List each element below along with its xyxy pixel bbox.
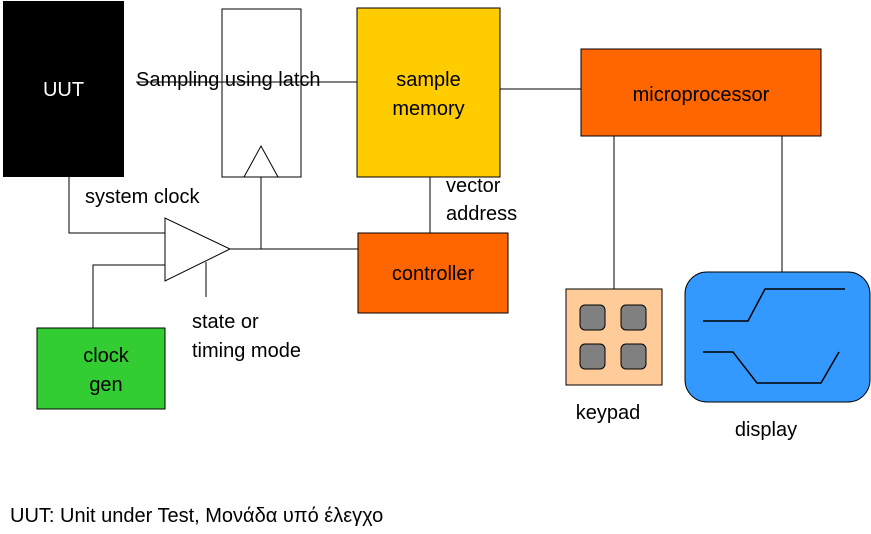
microprocessor-block [580, 48, 822, 137]
latch-clock-triangle [243, 144, 279, 178]
display-label: display [734, 419, 798, 441]
vector-address-line1: vector [446, 175, 501, 197]
display-waveform-falling [703, 351, 840, 384]
state-mode-line2: timing mode [192, 340, 301, 362]
display-block [684, 271, 871, 403]
controller-label: controller [391, 263, 475, 285]
clock-buffer [164, 217, 232, 282]
sample-memory-block [356, 7, 501, 178]
wire-clockgen-buffer [92, 264, 165, 328]
keypad-block [565, 288, 663, 386]
uut-label: UUT [42, 79, 85, 101]
state-mode-line1: state or [192, 311, 259, 333]
sampling-label: Sampling using latch [136, 69, 321, 91]
controller-block [357, 232, 509, 314]
keypad-key [620, 304, 647, 331]
clock-gen-label-line2: gen [89, 374, 123, 396]
wire-uut-clock [68, 177, 165, 234]
keypad-key [579, 343, 606, 370]
keypad-key [579, 304, 606, 331]
uut-block [3, 1, 124, 177]
clock-gen-block [36, 327, 166, 410]
keypad-label: keypad [575, 402, 641, 424]
sample-memory-label-line1: sample [396, 69, 461, 91]
keypad-key [620, 343, 647, 370]
microprocessor-label: microprocessor [632, 84, 770, 106]
footnote: UUT: Unit under Test, Μονάδα υπό έλεγχο [10, 505, 384, 527]
sample-memory-label-line2: memory [392, 98, 465, 120]
connection-lines [68, 81, 783, 328]
latch-block [221, 8, 302, 178]
display-waveform-rising [703, 288, 845, 322]
system-clock-label: system clock [85, 186, 200, 208]
vector-address-line2: address [446, 203, 518, 225]
clock-gen-label-line1: clock [83, 345, 129, 367]
